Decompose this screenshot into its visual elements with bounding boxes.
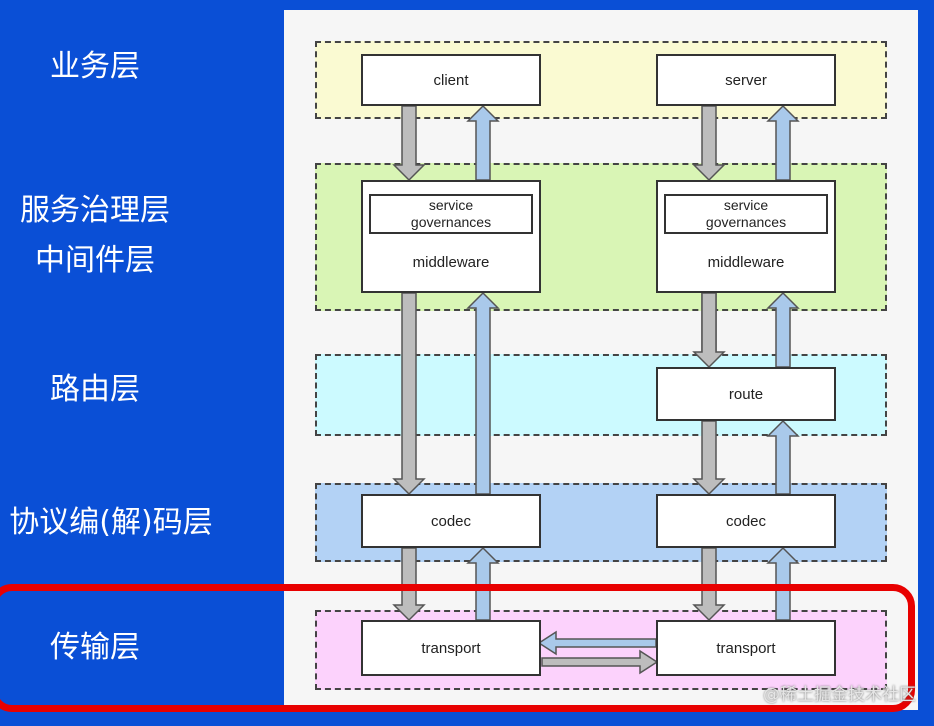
client-box: client [361, 54, 541, 106]
layer-label-governance: 服务治理层 中间件层 [0, 186, 190, 286]
layer-label-transport: 传输层 [50, 630, 140, 665]
left-middleware-label: middleware [412, 254, 490, 271]
layer-label-governance-line1: 服务治理层 [20, 193, 170, 228]
layer-label-governance-line2: 中间件层 [35, 243, 155, 278]
right-codec-box: codec [656, 494, 836, 548]
left-transport-box: transport [361, 620, 541, 676]
server-box: server [656, 54, 836, 106]
transport-layer-highlight [0, 584, 915, 712]
layer-label-codec: 协议编(解)码层 [9, 505, 213, 540]
right-middleware-label: middleware [707, 254, 785, 271]
left-middleware-box: service governances middleware [361, 180, 541, 293]
right-service-governances-box: service governances [664, 194, 828, 234]
left-service-governances-box: service governances [369, 194, 533, 234]
route-box: route [656, 367, 836, 421]
right-middleware-box: service governances middleware [656, 180, 836, 293]
right-transport-box: transport [656, 620, 836, 676]
transport-horizontal-arrows [537, 630, 659, 675]
layer-label-routing: 路由层 [50, 372, 140, 407]
layer-label-business: 业务层 [50, 49, 140, 84]
left-codec-box: codec [361, 494, 541, 548]
watermark: @稀土掘金技术社区 [763, 685, 916, 705]
